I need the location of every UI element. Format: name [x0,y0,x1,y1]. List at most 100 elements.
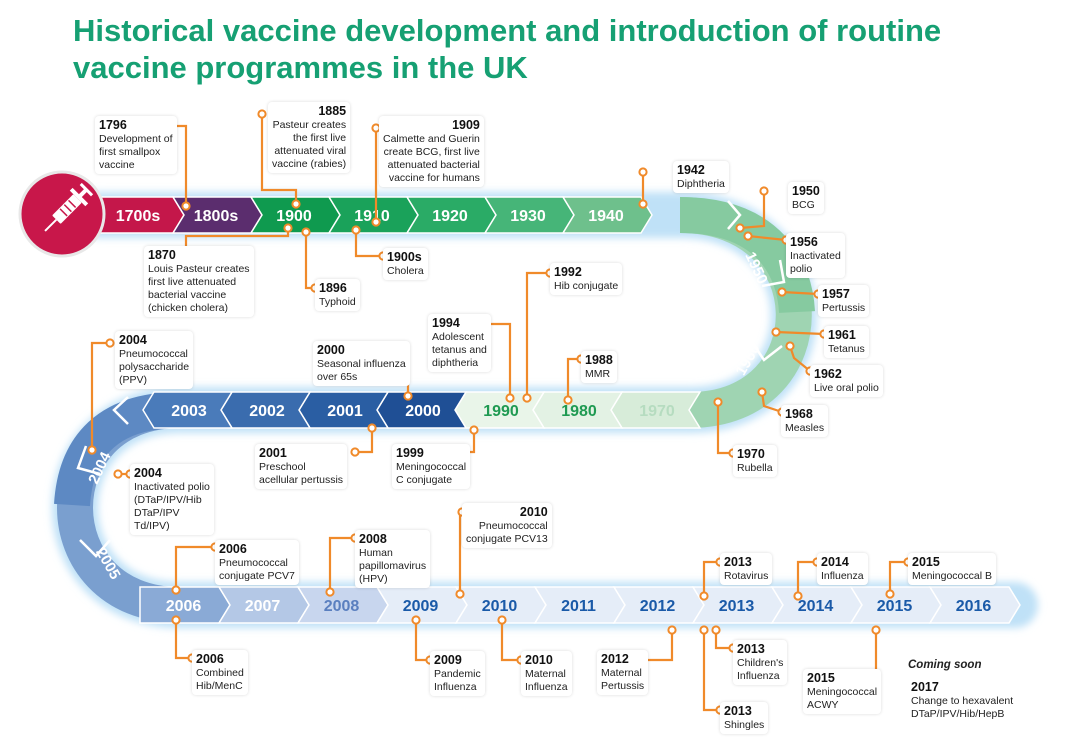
event-text: (chicken cholera) [148,302,228,314]
event-text: (DTaP/IPV/Hib [134,494,202,506]
event-text: Measles [785,422,825,434]
event-text: Td/IPV) [134,520,170,532]
connector-dot [411,615,421,625]
connector-line [260,114,298,204]
event-text: vaccine for humans [388,172,480,184]
timeline-segment-label: 2014 [798,598,834,615]
connector-dot [638,167,648,177]
event-text: Adolescent [432,331,484,343]
event-text: Diphtheria [677,178,725,190]
timeline-segment-label: 2012 [640,598,676,615]
event-text: Pneumococcal [119,348,188,360]
timeline-segment-label: 2016 [956,598,992,615]
timeline-segment-label: 2010 [482,598,518,615]
event-year: 2000 [317,343,345,357]
event-text: Cholera [387,265,424,277]
connector-line [174,545,215,590]
connector-line [781,290,819,296]
connector-dot [301,227,311,237]
event-year: 1870 [148,248,176,262]
connector-dot [699,625,709,635]
connector-dot [771,327,781,337]
connector-line [354,230,383,258]
event-year: 1896 [319,281,347,295]
event-year: 2006 [219,542,247,556]
connector-dot [757,387,767,397]
connector-dot [871,625,881,635]
event-text: Children's [737,657,784,669]
connector-dot [699,591,709,601]
timeline-segment-label: 2006 [166,598,202,615]
event-text: Meningococcal B [912,570,992,582]
connector-dot [743,231,753,241]
event-year: 1988 [585,353,613,367]
event-year: 2013 [724,704,752,718]
event-text: diphtheria [432,357,479,369]
event-text: Influenza [434,681,477,693]
event-text: Pneumococcal [478,520,548,532]
event-text: Influenza [525,681,568,693]
timeline-segment-label: 1930 [510,208,546,225]
connector-line [304,232,315,290]
event-text: Pneumococcal [219,557,288,569]
event-year: 1999 [396,446,424,460]
event-year: 2006 [196,652,224,666]
connector-line [414,620,430,662]
event-text: conjugate PCV7 [219,570,295,582]
page-title: Historical vaccine development and intro… [73,12,1063,86]
timeline-segment-label: 1800s [194,208,239,225]
event-year: 1961 [828,328,856,342]
timeline-segment-label: 1910 [354,208,390,225]
event-text: polio [790,263,813,275]
event-text: Shingles [724,719,765,731]
connector-dot [497,615,507,625]
event-text: Hib/MenC [196,680,243,692]
timeline-segment-label: 1980 [561,403,597,420]
event-year: 2001 [259,446,287,460]
event-text: Maternal [601,667,642,679]
connector-dot [759,186,769,196]
event-year: 2004 [134,466,162,480]
connector-dot [350,447,360,457]
connector-dot [563,395,573,405]
timeline-segment-label: 1900 [276,208,312,225]
event-year: 1956 [790,235,818,249]
connector-dot [638,199,648,209]
event-text: vaccine [99,159,135,171]
connector-dot [181,201,191,211]
event-text: Hib conjugate [554,280,619,292]
event-text: Influenza [737,670,780,682]
event-text: Pasteur creates [272,119,347,131]
connector-dot [735,223,745,233]
event-year: 2015 [807,671,835,685]
event-year: 2017 [911,680,939,694]
event-text: Maternal [525,668,566,680]
event-text: attenuated bacterial [387,159,480,171]
connector-line [702,560,720,596]
timeline-segment [561,196,653,234]
connector-dot [283,223,293,233]
connector-dot [667,625,677,635]
event-year: 2015 [912,555,940,569]
connector-dot [351,225,361,235]
connector-line [888,560,908,594]
event-text: vaccine (rabies) [272,158,347,170]
connector-line [702,630,720,712]
timeline-segment-label: 2002 [249,403,285,420]
event-year: 1900s [387,250,422,264]
timeline-segment-label: 2000 [405,403,441,420]
